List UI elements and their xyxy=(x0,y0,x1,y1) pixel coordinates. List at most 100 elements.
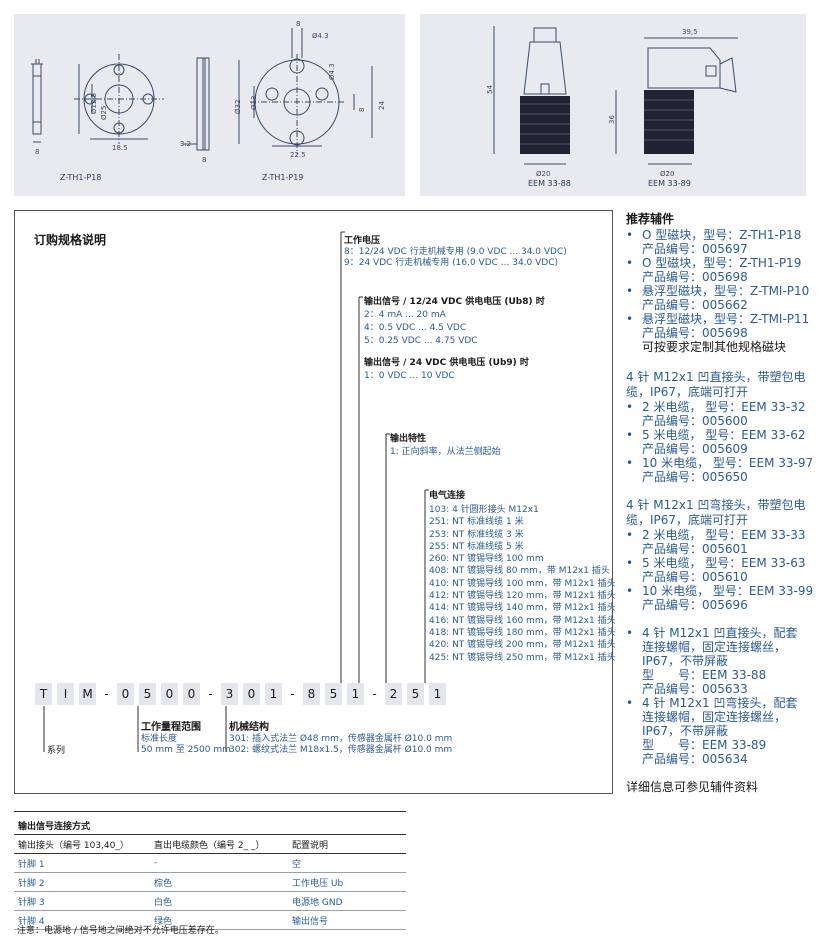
pin-table-note: 注意：电源地 / 信号地之间绝对不允许电压差存在。 xyxy=(17,926,224,936)
dim-h8: 8 xyxy=(358,108,366,112)
accessory-item: •10 米电缆， 型号：EEM 33-97 xyxy=(626,456,814,470)
dim-22-5: 22.5 xyxy=(290,151,306,159)
dim-8-p18: 8 xyxy=(35,148,39,156)
accessory-part-number: 产品编号：005610 xyxy=(642,570,748,584)
output-ub9-heading: 输出信号 / 24 VDC 供电电压 (Ub9) 时 xyxy=(364,358,529,368)
accessory-item: •2 米电缆， 型号：EEM 33-32 xyxy=(626,400,806,414)
mechanical-option-302: 302: 螺纹式法兰 M18x1.5，传感器金属杆 Ø10.0 mm xyxy=(229,745,453,755)
bullet-icon: • xyxy=(626,284,634,298)
electrical-option: 420: NT 镀锡导线 200 mm，带 M12x1 插头 xyxy=(429,640,616,651)
voltage-option-8: 8：12/24 VDC 行走机械专用 (9.0 VDC ... 34.0 VDC… xyxy=(344,247,567,257)
accessory-part-number: 产品编号：005650 xyxy=(642,470,748,484)
drawing-panel-magnets: Ø25 Ø12.5 18.5 8 Ø32 Ø13 Ø4.3 8 Ø4.3 22.… xyxy=(14,14,405,196)
code-char: T xyxy=(35,683,52,705)
dim-18-5: 18.5 xyxy=(112,144,128,152)
accessory-item: •5 米电缆， 型号：EEM 33-63 xyxy=(626,556,806,570)
electrical-option: 103: 4 针圆形接头 M12x1 xyxy=(429,505,539,515)
group-electrical: 电气连接 103: 4 针圆形接头 M12x1 251: NT 标准线缆 1 米… xyxy=(429,491,616,664)
connector-drawings: 54 Ø20 39,5 36 Ø20 EEM 33-88 EEM 33-89 xyxy=(486,26,738,188)
dim-d25: Ø25 xyxy=(100,106,108,120)
label-eem-33-89: EEM 33-89 xyxy=(648,179,691,188)
dim-d4-3-top: Ø4.3 xyxy=(312,32,329,40)
drawing-panel-connectors: 54 Ø20 39,5 36 Ø20 EEM 33-88 EEM 33-89 xyxy=(420,14,806,196)
series-heading: 系列 xyxy=(47,746,66,756)
code-dash: - xyxy=(290,687,295,701)
output-ub8-heading: 输出信号 / 12/24 VDC 供电电压 (Ub8) 时 xyxy=(364,297,545,307)
bullet-icon: • xyxy=(626,400,634,414)
electrical-option: 410: NT 镀锡导线 100 mm，带 M12x1 插头 xyxy=(429,578,616,589)
electrical-heading: 电气连接 xyxy=(429,491,466,501)
accessory-part-number: 产品编号：005634 xyxy=(642,752,748,766)
code-char: 8 xyxy=(303,683,320,705)
output-ub8-option-4: 4：0.5 VDC ... 4.5 VDC xyxy=(364,323,467,333)
electrical-option: 255: NT 标准线缆 5 米 xyxy=(429,541,524,552)
characteristic-option-1: 1: 正向斜率，从法兰侧起始 xyxy=(390,447,501,457)
voltage-heading: 工作电压 xyxy=(344,236,381,246)
accessory-part-number: 产品编号：005698 xyxy=(642,326,748,340)
bullet-icon: • xyxy=(626,256,634,270)
group-output-ub8: 输出信号 / 12/24 VDC 供电电压 (Ub8) 时 2：4 mA ...… xyxy=(364,297,545,347)
electrical-option: 251: NT 标准线缆 1 米 xyxy=(429,517,524,528)
config-cell: 输出信号 xyxy=(288,910,406,930)
dim-d4-3-right: Ø4.3 xyxy=(328,63,336,80)
code-dash: - xyxy=(208,687,213,701)
group-mechanical: 机械结构 301: 插入式法兰 Ø48 mm，传感器金属杆 Ø10.0 mm 3… xyxy=(229,722,452,756)
code-char: 2 xyxy=(385,683,402,705)
bullet-icon: • xyxy=(626,312,634,326)
code-char: 0 xyxy=(183,683,200,705)
dim-d13: Ø13 xyxy=(250,96,258,110)
table-row: 针脚 1 - 空 xyxy=(14,853,406,873)
order-code-box xyxy=(14,210,613,794)
table-row: 针脚 2 棕色 工作电压 Ub xyxy=(14,872,406,892)
dim-3-2: 3.2 xyxy=(180,140,191,148)
code-dash: - xyxy=(372,687,377,701)
color-cell: 绿色 xyxy=(150,910,288,930)
code-char: 5 xyxy=(325,683,342,705)
code-char: M xyxy=(79,683,96,705)
bullet-icon: • xyxy=(626,696,634,710)
electrical-option: 416: NT 镀锡导线 160 mm，带 M12x1 插头 xyxy=(429,615,616,626)
accessory-item: •悬浮型磁块，型号：Z-TMI-P10 xyxy=(626,284,810,298)
order-title: 订购规格说明 xyxy=(34,233,107,247)
pin-table: 输出信号连接方式 输出接头（编号 103,40_） 直出电缆颜色（编号 2_ _… xyxy=(14,816,406,930)
electrical-option: 425: NT 镀锡导线 250 mm，带 M12x1 插头 xyxy=(429,652,616,663)
magnets-note: 可按要求定制其他规格磁块 xyxy=(642,340,787,354)
group-characteristic: 输出特性 1: 正向斜率，从法兰侧起始 xyxy=(390,434,501,458)
straight-connector-knurl xyxy=(520,96,570,154)
code-char: 1 xyxy=(347,683,364,705)
electrical-option: 418: NT 镀锡导线 180 mm，带 M12x1 插头 xyxy=(429,627,616,638)
code-char: 5 xyxy=(139,683,156,705)
dim-36: 36 xyxy=(608,115,616,124)
config-cell: 电源地 GND xyxy=(288,891,406,911)
config-cell: 空 xyxy=(288,853,406,873)
accessory-part-number: 产品编号：005601 xyxy=(642,542,748,556)
electrical-option: 414: NT 镀锡导线 140 mm，带 M12x1 插头 xyxy=(429,603,616,614)
electrical-option: 412: NT 镀锡导线 120 mm，带 M12x1 插头 xyxy=(429,591,616,602)
accessory-line: 型 号：EEM 33-89 xyxy=(642,738,767,752)
accessory-item: •5 米电缆， 型号：EEM 33-62 xyxy=(626,428,806,442)
group-output-ub9: 输出信号 / 24 VDC 供电电压 (Ub9) 时 1：0 VDC ... 1… xyxy=(364,358,529,382)
accessory-part-number: 产品编号：005696 xyxy=(642,598,748,612)
code-char: I xyxy=(57,683,74,705)
pin-table-title: 输出信号连接方式 xyxy=(14,816,406,835)
accessory-part-number: 产品编号：005698 xyxy=(642,270,748,284)
code-char: 0 xyxy=(117,683,134,705)
table-row: 针脚 4 绿色 输出信号 xyxy=(14,910,406,930)
pin-table-header-row: 输出接头（编号 103,40_） 直出电缆颜色（编号 2_ _） 配置说明 xyxy=(14,834,406,854)
accessory-line: IP67，不带屏蔽 xyxy=(642,654,729,668)
pin-cell: 针脚 4 xyxy=(14,910,150,930)
accessory-part-number: 产品编号：005609 xyxy=(642,442,748,456)
bullet-icon: • xyxy=(626,456,634,470)
range-standard-length: 标准长度 xyxy=(141,734,178,744)
bullet-icon: • xyxy=(626,626,634,640)
accessory-line: IP67，不带屏蔽 xyxy=(642,724,729,738)
accessory-item: •O 型磁块，型号：Z-TH1-P18 xyxy=(626,228,802,242)
dim-h24: 24 xyxy=(378,101,386,110)
electrical-option: 253: NT 标准线缆 3 米 xyxy=(429,529,524,540)
pin-cell: 针脚 1 xyxy=(14,853,150,873)
pin-table-header: 直出电缆颜色（编号 2_ _） xyxy=(150,834,288,854)
bullet-icon: • xyxy=(626,556,634,570)
mechanical-option-301: 301: 插入式法兰 Ø48 mm，传感器金属杆 Ø10.0 mm xyxy=(229,734,453,744)
accessory-item: •2 米电缆， 型号：EEM 33-33 xyxy=(626,528,806,542)
dim-d20-straight: Ø20 xyxy=(536,170,550,178)
